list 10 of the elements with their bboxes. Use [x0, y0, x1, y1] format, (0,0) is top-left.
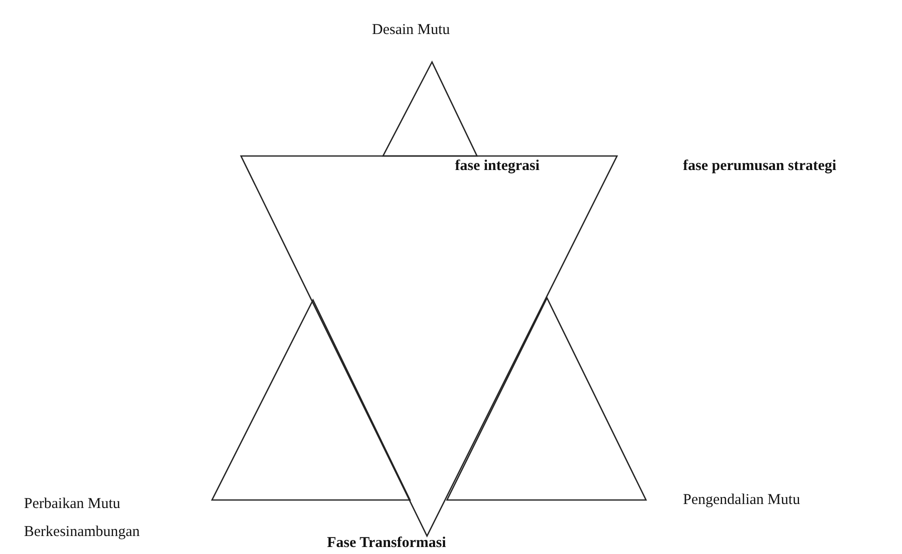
- triangle-label: Pengendalian Mutu: [683, 492, 800, 509]
- triangle: [383, 62, 477, 156]
- triangle: [241, 156, 617, 536]
- triangle-label: Desain Mutu: [372, 22, 450, 39]
- triangle-label: Perbaikan Mutu Berkesinambungan: [24, 495, 141, 542]
- triangle-label: Fase Transformasi: [327, 535, 446, 552]
- triangle: [447, 298, 646, 500]
- triangle: [212, 300, 410, 500]
- phase-label: fase integrasi: [455, 158, 540, 175]
- phase-label: fase perumusan strategi: [683, 158, 836, 175]
